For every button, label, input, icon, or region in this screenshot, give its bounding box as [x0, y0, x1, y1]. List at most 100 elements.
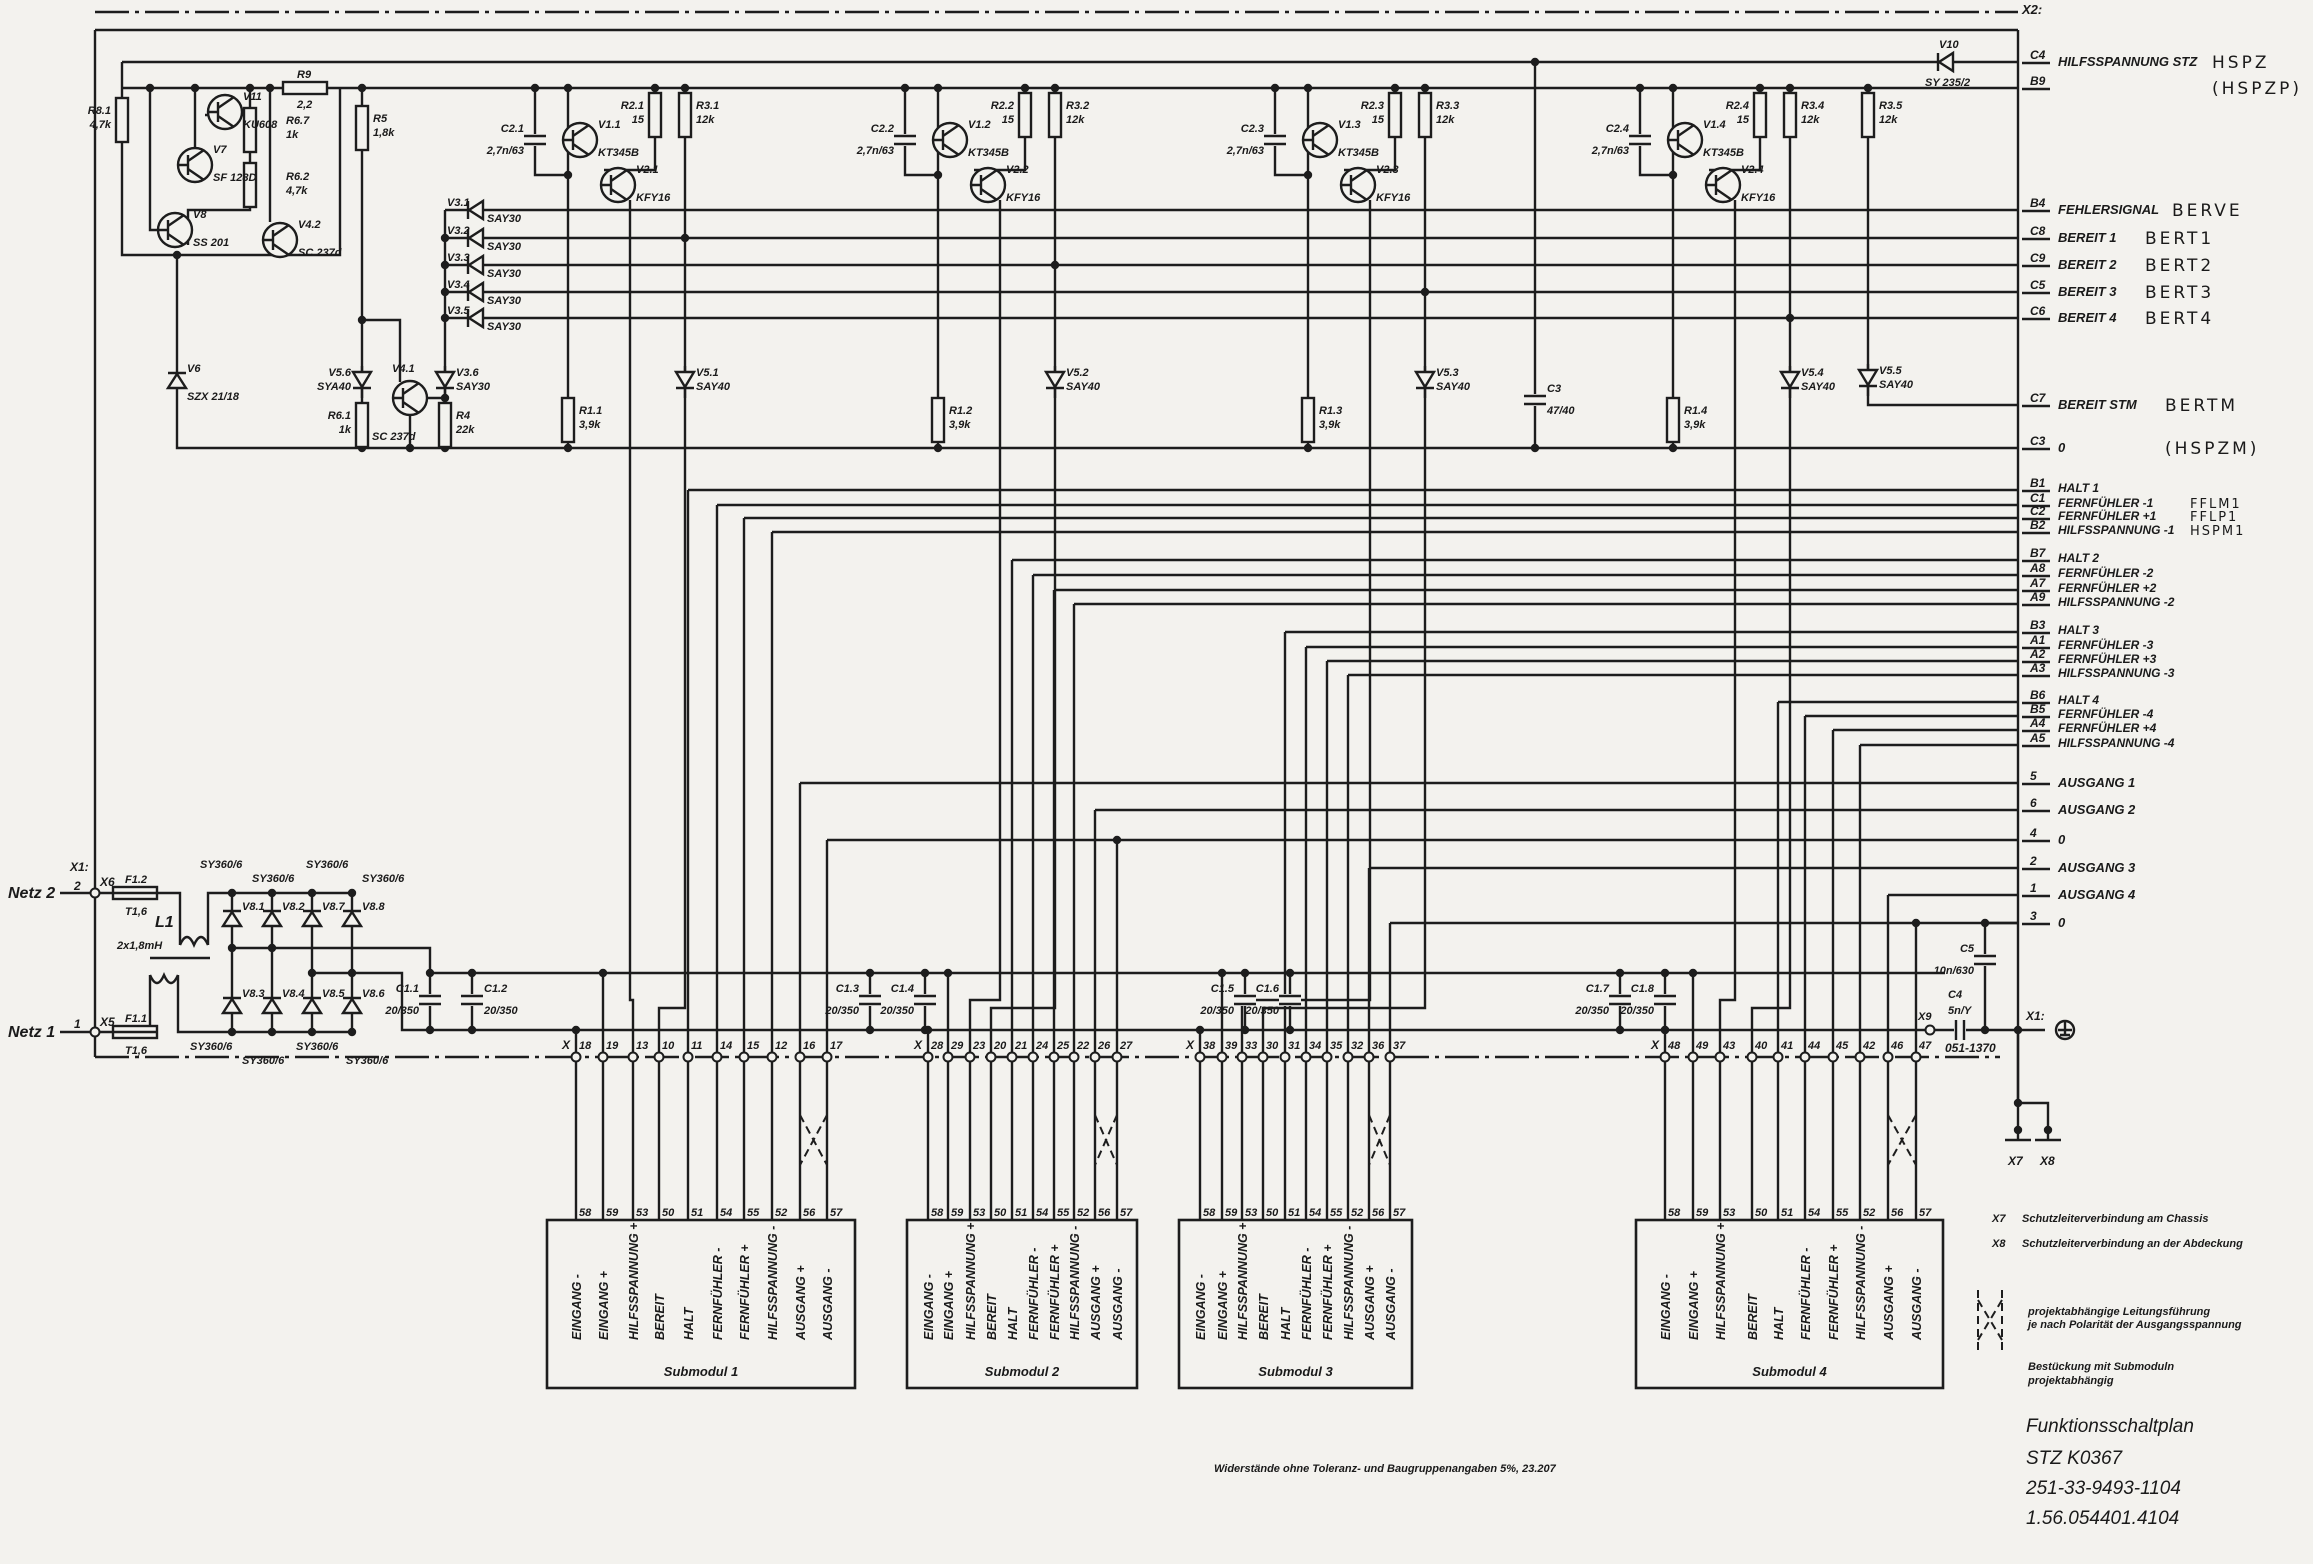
- junction-dot: [1195, 1025, 1205, 1035]
- submodule-signal-label: BEREIT: [985, 1293, 999, 1340]
- transistor-leads: [971, 169, 998, 201]
- component-ref: V4.2: [298, 219, 321, 231]
- x2-pin-number: C1: [2030, 491, 2046, 505]
- zero-line-c3: [175, 255, 2018, 450]
- diode-icon: [466, 280, 485, 304]
- x2-signal-label: HILFSSPANNUNG -3: [2058, 666, 2175, 680]
- component-v4-2: [261, 221, 299, 259]
- x2-pin-number: B3: [2030, 618, 2046, 632]
- terminal-number: 12: [775, 1040, 787, 1052]
- minus-bus: [312, 971, 1930, 1032]
- submodule-signal-label: FERNFÜHLER +: [1320, 1244, 1335, 1340]
- bereit-3: [1261, 88, 1427, 1057]
- junction-dot: [1755, 83, 1765, 93]
- junction-dot: [1303, 443, 1313, 453]
- diode-icon: [1936, 50, 1955, 74]
- component-value: 20/350: [824, 1005, 860, 1017]
- junction-dot: [1635, 83, 1645, 93]
- component-value: 12k: [1801, 114, 1820, 126]
- submodule-signal-label: HILFSSPANNUNG -: [1854, 1226, 1868, 1340]
- junction-dot: [467, 968, 477, 978]
- terminal-point: [821, 1051, 833, 1063]
- submodule-signal-label: EINGANG -: [570, 1274, 584, 1340]
- component-c1-6: [1279, 994, 1301, 1006]
- x2-pin-number: B2: [2030, 518, 2046, 532]
- x2-handwritten-note: FFLP1: [2190, 510, 2238, 525]
- terminal-point: [1300, 1051, 1312, 1063]
- resistor-icon: [1417, 91, 1433, 139]
- terminal-number: 20: [993, 1040, 1007, 1052]
- submodule-pin-number: 52: [775, 1207, 787, 1219]
- submodule-title: Submodul 2: [985, 1364, 1060, 1379]
- terminal-number: 15: [747, 1040, 760, 1052]
- terminal-point: [1746, 1051, 1758, 1063]
- x2-signal-label: BEREIT 4: [2058, 310, 2117, 325]
- junction-dot: [2013, 1125, 2023, 1135]
- transistor-leads: [263, 224, 290, 256]
- terminal-number: 47: [1918, 1040, 1932, 1052]
- component-ref: V4.1: [392, 363, 415, 375]
- component-value: KT345B: [1703, 147, 1744, 159]
- junction-dot: [227, 943, 237, 953]
- junction-dot: [865, 968, 875, 978]
- diode-icon: [300, 996, 324, 1015]
- component-c1-8: [1654, 994, 1676, 1006]
- x2-pin-number: 1: [2030, 881, 2037, 895]
- component-value: SAY40: [696, 381, 731, 393]
- diode-icon: [433, 370, 457, 390]
- component-ref: V3.6: [456, 367, 480, 379]
- terminal-number: 26: [1097, 1040, 1111, 1052]
- component-value: 12k: [1066, 114, 1085, 126]
- x2-pin-number: B4: [2030, 196, 2046, 210]
- terminal-number: 34: [1309, 1040, 1321, 1052]
- terminal-point: [738, 1051, 750, 1063]
- component-f1-1: [111, 1024, 159, 1040]
- resistor-icon: [354, 104, 370, 152]
- component-v10: [1936, 50, 1955, 74]
- component-ref: F1.2: [125, 874, 147, 886]
- junction-dot: [1615, 1025, 1625, 1035]
- component-value: 15: [1002, 114, 1015, 126]
- terminal-point: [1384, 1051, 1396, 1063]
- component-ref: C5: [1960, 943, 1975, 955]
- x2-signal-label: AUSGANG 4: [2057, 887, 2136, 902]
- inductor-l1-upper: [178, 935, 210, 948]
- component-v3-1: [466, 198, 485, 222]
- component-v5-6: [350, 366, 374, 398]
- component-value: SY360/6: [252, 873, 295, 885]
- resistor-icon: [1017, 91, 1033, 139]
- component-value: 20/350: [1244, 1005, 1280, 1017]
- component-value: SY360/6: [362, 873, 405, 885]
- terminal-number: 24: [1035, 1040, 1048, 1052]
- resistor-icon: [1300, 396, 1316, 444]
- junction-dot: [172, 250, 182, 260]
- legend-x7-text: Schutzleiterverbindung am Chassis: [2022, 1213, 2208, 1225]
- component-value: SAY30: [487, 295, 522, 307]
- component-v3-3: [466, 253, 485, 277]
- diode-icon: [673, 370, 697, 390]
- diode-icon: [350, 370, 374, 390]
- junction-dot: [920, 968, 930, 978]
- x2-signal-label: FERNFÜHLER -4: [2058, 706, 2154, 721]
- component-v3-4: [466, 280, 485, 304]
- submodule-signal-label: BEREIT: [1746, 1293, 1760, 1340]
- legend-x8-text: Schutzleiterverbindung an der Abdeckung: [2022, 1238, 2243, 1250]
- x2-pin-number: A3: [2029, 661, 2046, 675]
- x2-pin-number: B6: [2030, 688, 2046, 702]
- junction-dot: [1240, 1025, 1250, 1035]
- plus-bus: [232, 946, 1945, 975]
- diode-icon: [260, 909, 284, 928]
- submodule-pin-number: 55: [1330, 1207, 1343, 1219]
- component-ref: V3.1: [447, 197, 470, 209]
- component-c2-1: [524, 134, 546, 146]
- component-ref: R1.1: [579, 405, 602, 417]
- x2-pin-number: B9: [2030, 74, 2046, 88]
- junction-dot: [357, 315, 367, 325]
- component-value: 1k: [286, 129, 299, 141]
- component-ref: R5: [373, 113, 388, 125]
- component-ref: V3.4: [447, 279, 470, 291]
- component-ref: C1.8: [1631, 983, 1655, 995]
- submodule-3-box: [1177, 1218, 1414, 1390]
- component-c4: [1954, 1020, 1966, 1040]
- junction-dot: [440, 260, 450, 270]
